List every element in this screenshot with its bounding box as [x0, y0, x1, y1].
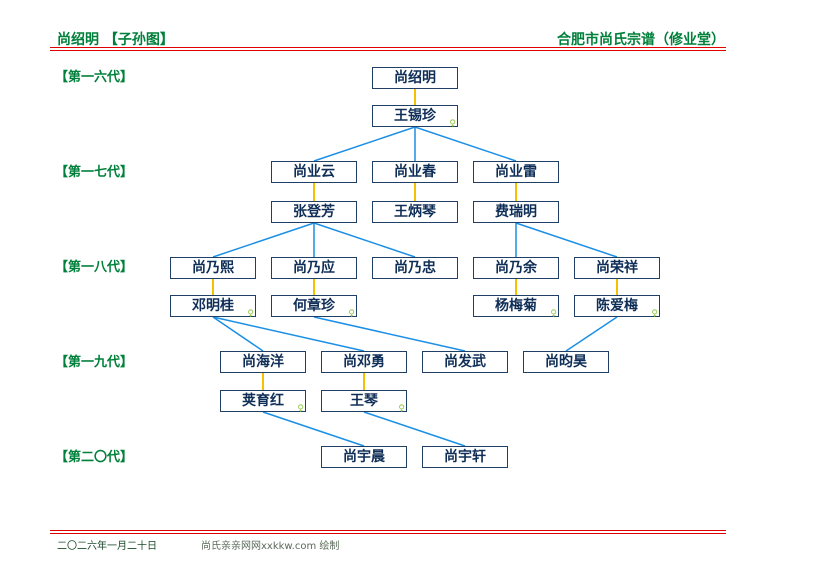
person-box[interactable]: 尚业云 [271, 161, 357, 183]
spouse-box[interactable]: 陈爱梅 ♀ [574, 295, 660, 319]
female-icon: ♀ [550, 309, 557, 319]
person-name: 尚发武 [444, 354, 486, 370]
person-box[interactable]: 尚乃应 [271, 257, 357, 279]
spouse-box[interactable]: 何章珍 ♀ [271, 295, 357, 319]
spouse-box[interactable]: 杨梅菊 ♀ [473, 295, 559, 319]
spouse-box[interactable]: 王琴 ♀ [321, 390, 407, 414]
child-link [262, 411, 365, 447]
female-icon: ♀ [348, 309, 355, 319]
person-name: 王锡珍 [394, 108, 436, 124]
clan-title: 合肥市尚氏宗谱（修业堂） [557, 32, 725, 48]
spouse-box[interactable]: 费瑞明 [473, 201, 559, 223]
footer-rule [50, 533, 726, 534]
person-name: 尚乃熙 [192, 260, 234, 276]
child-link [363, 411, 466, 447]
person-name: 尚绍明 [394, 70, 436, 86]
generation-label: 【第一九代】 [55, 355, 134, 370]
footer-credit: 尚氏亲亲网网xxkkw.com 绘制 [201, 541, 340, 552]
spouse-box[interactable]: 王炳琴 [372, 201, 458, 223]
female-icon: ♀ [297, 404, 304, 414]
person-name: 尚业春 [394, 164, 436, 180]
person-name: 尚乃应 [293, 260, 335, 276]
person-name: 费瑞明 [495, 204, 537, 220]
person-box[interactable]: 尚乃熙 [170, 257, 256, 279]
person-box[interactable]: 尚荣祥 [574, 257, 660, 279]
generation-label: 【第二〇代】 [55, 450, 134, 465]
female-icon: ♀ [398, 404, 405, 414]
spouse-box[interactable]: 王锡珍 ♀ [372, 105, 458, 129]
child-link [313, 222, 416, 258]
child-link [212, 316, 264, 352]
person-name: 尚荣祥 [596, 260, 638, 276]
person-name: 尚昀昊 [545, 354, 587, 370]
generation-label: 【第一六代】 [55, 70, 134, 85]
person-name: 尚乃忠 [394, 260, 436, 276]
person-name: 尚乃余 [495, 260, 537, 276]
footer-rule [50, 530, 726, 531]
person-box[interactable]: 尚昀昊 [523, 351, 609, 373]
person-box[interactable]: 尚发武 [422, 351, 508, 373]
female-icon: ♀ [449, 119, 456, 129]
person-name: 张登芳 [293, 204, 335, 220]
child-link [212, 316, 365, 352]
person-box[interactable]: 尚业春 [372, 161, 458, 183]
child-link [414, 126, 517, 162]
person-box[interactable]: 尚乃忠 [372, 257, 458, 279]
spouse-box[interactable]: 荚育红 ♀ [220, 390, 306, 414]
person-name: 尚业云 [293, 164, 335, 180]
person-name: 尚海洋 [242, 354, 284, 370]
header-rule [50, 50, 726, 51]
person-name: 荚育红 [242, 393, 284, 409]
child-link [565, 316, 618, 352]
person-name: 杨梅菊 [495, 298, 537, 314]
child-link [212, 222, 315, 258]
person-name: 王炳琴 [394, 204, 436, 220]
spouse-box[interactable]: 邓明桂 ♀ [170, 295, 256, 319]
female-icon: ♀ [651, 309, 658, 319]
child-link [515, 222, 618, 258]
person-box[interactable]: 尚绍明 [372, 67, 458, 89]
person-name: 邓明桂 [192, 298, 234, 314]
footer-date: 二〇二六年一月二十日 [57, 541, 157, 552]
female-icon: ♀ [247, 309, 254, 319]
person-name: 尚宇轩 [444, 449, 486, 465]
person-name: 尚邓勇 [343, 354, 385, 370]
person-box[interactable]: 尚宇晨 [321, 446, 407, 468]
person-name: 尚业雷 [495, 164, 537, 180]
spouse-box[interactable]: 张登芳 [271, 201, 357, 223]
generation-label: 【第一八代】 [55, 260, 134, 275]
header-rule [50, 47, 726, 48]
child-link [313, 126, 416, 162]
generation-label: 【第一七代】 [55, 165, 134, 180]
child-link [313, 316, 466, 352]
person-box[interactable]: 尚邓勇 [321, 351, 407, 373]
page-title: 尚绍明 【子孙图】 [57, 32, 174, 48]
person-name: 尚宇晨 [343, 449, 385, 465]
person-box[interactable]: 尚业雷 [473, 161, 559, 183]
person-box[interactable]: 尚宇轩 [422, 446, 508, 468]
person-name: 陈爱梅 [596, 298, 638, 314]
person-box[interactable]: 尚乃余 [473, 257, 559, 279]
person-box[interactable]: 尚海洋 [220, 351, 306, 373]
person-name: 王琴 [350, 393, 378, 409]
person-name: 何章珍 [293, 298, 335, 314]
